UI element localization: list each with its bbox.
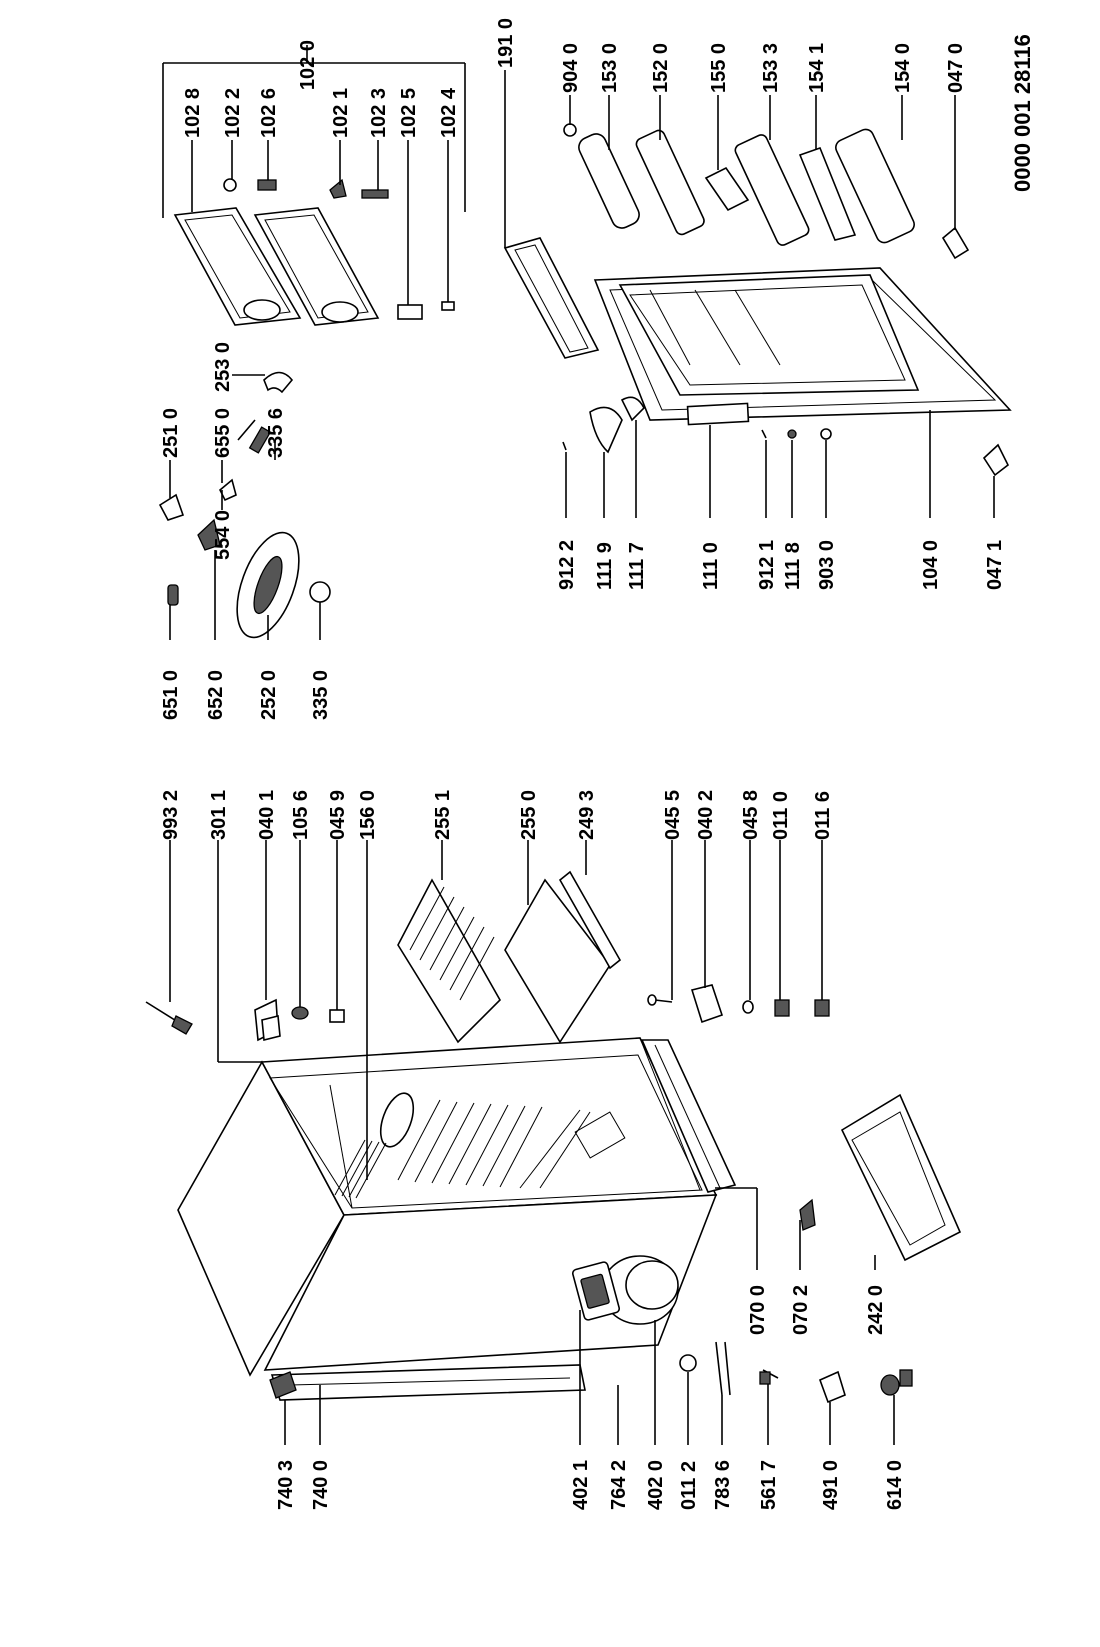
label-102-6: 102 6 bbox=[258, 88, 280, 138]
label-104-0: 104 0 bbox=[920, 540, 942, 590]
label-070-2: 070 2 bbox=[790, 1285, 812, 1335]
label-111-0: 111 0 bbox=[700, 542, 722, 590]
label-045-9: 045 9 bbox=[327, 790, 349, 840]
label-740-0: 740 0 bbox=[310, 1460, 332, 1510]
label-554-0: 554 0 bbox=[212, 510, 234, 560]
label-102-2: 102 2 bbox=[222, 88, 244, 138]
label-153-0: 153 0 bbox=[599, 43, 621, 93]
label-912-1: 912 1 bbox=[756, 540, 778, 590]
evaporator-trays bbox=[173, 178, 455, 326]
label-652-0: 652 0 bbox=[205, 670, 227, 720]
label-912-2: 912 2 bbox=[556, 540, 578, 590]
label-111-9: 111 9 bbox=[594, 542, 616, 590]
label-102-0: 102 0 bbox=[297, 40, 319, 90]
label-783-6: 783 6 bbox=[712, 1460, 734, 1510]
label-155-0: 155 0 bbox=[708, 43, 730, 93]
label-040-1: 040 1 bbox=[256, 790, 278, 840]
label-651-0: 651 0 bbox=[160, 670, 182, 720]
label-102-1: 102 1 bbox=[330, 88, 352, 138]
label-255-0: 255 0 bbox=[518, 790, 540, 840]
label-040-2: 040 2 bbox=[695, 790, 717, 840]
label-191-0: 191 0 bbox=[495, 18, 517, 68]
leader-lines bbox=[162, 45, 995, 1445]
part-labels: 102 0 102 8 102 2 102 6 102 1 102 3 102 … bbox=[160, 18, 1035, 1510]
label-102-4: 102 4 bbox=[438, 87, 460, 138]
label-252-0: 252 0 bbox=[258, 670, 280, 720]
label-255-1: 255 1 bbox=[432, 790, 454, 840]
small-parts-top bbox=[158, 371, 331, 639]
label-153-3: 153 3 bbox=[760, 43, 782, 93]
label-152-0: 152 0 bbox=[650, 43, 672, 93]
label-156-0: 156 0 bbox=[357, 790, 379, 840]
label-047-0: 047 0 bbox=[945, 43, 967, 93]
label-102-3: 102 3 bbox=[368, 88, 390, 138]
label-111-7: 111 7 bbox=[626, 542, 648, 590]
label-614-0: 614 0 bbox=[884, 1460, 906, 1510]
label-045-5: 045 5 bbox=[662, 790, 684, 840]
label-011-6: 011 6 bbox=[812, 791, 834, 840]
cabinet-drawing bbox=[177, 1037, 737, 1401]
label-764-2: 764 2 bbox=[608, 1460, 630, 1510]
label-154-1: 154 1 bbox=[806, 43, 828, 93]
label-993-2: 993 2 bbox=[160, 790, 182, 840]
label-011-2: 011 2 bbox=[678, 1461, 700, 1510]
label-903-0: 903 0 bbox=[816, 540, 838, 590]
small-parts-left bbox=[145, 870, 962, 1404]
label-740-3: 740 3 bbox=[275, 1460, 297, 1510]
label-251-0: 251 0 bbox=[160, 408, 182, 458]
label-249-3: 249 3 bbox=[576, 790, 598, 840]
label-070-0: 070 0 bbox=[747, 1285, 769, 1335]
label-253-0: 253 0 bbox=[212, 342, 234, 392]
label-111-8: 111 8 bbox=[782, 542, 804, 590]
label-561-7: 561 7 bbox=[758, 1460, 780, 1510]
label-105-6: 105 6 bbox=[290, 790, 312, 840]
label-655-0: 655 0 bbox=[212, 408, 234, 458]
label-047-1: 047 1 bbox=[984, 540, 1006, 590]
label-242-0: 242 0 bbox=[865, 1285, 887, 1335]
door-drawing bbox=[503, 123, 1012, 477]
label-335-6: 335 6 bbox=[265, 408, 287, 458]
label-045-8: 045 8 bbox=[740, 790, 762, 840]
label-154-0: 154 0 bbox=[892, 43, 914, 93]
label-491-0: 491 0 bbox=[820, 1460, 842, 1510]
label-335-0: 335 0 bbox=[310, 670, 332, 720]
label-102-8: 102 8 bbox=[182, 88, 204, 138]
label-301-1: 301 1 bbox=[208, 790, 230, 840]
label-402-0: 402 0 bbox=[645, 1460, 667, 1510]
label-904-0: 904 0 bbox=[560, 43, 582, 93]
label-011-0: 011 0 bbox=[770, 791, 792, 840]
label-102-5: 102 5 bbox=[398, 88, 420, 138]
document-number: 0000 001 28116 bbox=[1010, 34, 1035, 192]
label-402-1: 402 1 bbox=[570, 1460, 592, 1510]
